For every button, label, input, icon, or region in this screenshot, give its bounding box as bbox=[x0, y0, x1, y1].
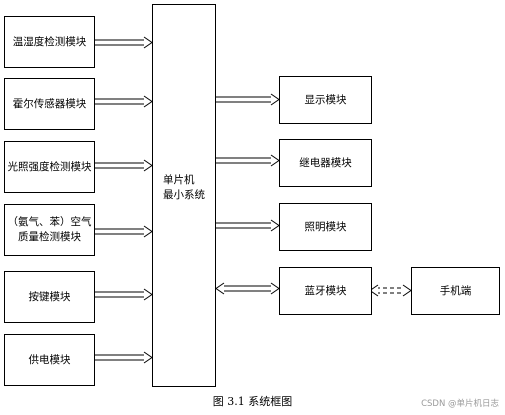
arrow-input-6 bbox=[95, 351, 153, 364]
watermark: CSDN @单片机日志 bbox=[421, 399, 499, 409]
input-module-label: 光照强度检测模块 bbox=[7, 160, 92, 173]
arrow-output-2 bbox=[215, 154, 280, 167]
arrow-input-2 bbox=[95, 95, 153, 108]
arrow-bidirectional-bluetooth bbox=[215, 282, 280, 295]
input-module-temp-humidity: 温湿度检测模块 bbox=[4, 16, 95, 68]
input-module-label: 供电模块 bbox=[28, 353, 71, 366]
input-module-hall-sensor: 霍尔传感器模块 bbox=[4, 78, 95, 130]
input-module-label: 温湿度检测模块 bbox=[12, 35, 87, 48]
input-module-label: 霍尔传感器模块 bbox=[12, 97, 87, 110]
output-module-lighting: 照明模块 bbox=[279, 203, 372, 251]
arrow-input-5 bbox=[95, 288, 153, 301]
mcu-minimum-system: 单片机 最小系统 bbox=[152, 4, 216, 387]
arrow-input-3 bbox=[95, 159, 153, 172]
input-module-label: 按键模块 bbox=[28, 290, 71, 303]
remote-phone-label: 手机端 bbox=[439, 284, 472, 297]
arrow-wireless-heads bbox=[369, 284, 412, 297]
output-module-bluetooth: 蓝牙模块 bbox=[279, 267, 372, 315]
output-module-label: 显示模块 bbox=[304, 93, 347, 106]
arrow-output-1 bbox=[215, 93, 280, 106]
input-module-keys: 按键模块 bbox=[4, 271, 95, 323]
input-module-power: 供电模块 bbox=[4, 334, 95, 386]
output-module-relay: 继电器模块 bbox=[279, 139, 372, 187]
input-module-air-quality: （氨气、苯）空气质量检测模块 bbox=[4, 204, 95, 256]
remote-phone: 手机端 bbox=[411, 267, 500, 315]
figure-caption: 图 3.1 系统框图 bbox=[212, 395, 293, 408]
arrow-output-3 bbox=[215, 219, 280, 232]
mcu-label: 单片机 最小系统 bbox=[163, 173, 223, 203]
output-module-label: 蓝牙模块 bbox=[304, 284, 347, 297]
input-module-label: （氨气、苯）空气质量检测模块 bbox=[7, 216, 92, 243]
arrow-wireless-link bbox=[376, 287, 405, 294]
input-module-light: 光照强度检测模块 bbox=[4, 141, 95, 193]
mcu-label-line1: 单片机 bbox=[163, 174, 195, 186]
output-module-label: 照明模块 bbox=[304, 220, 347, 233]
output-module-label: 继电器模块 bbox=[299, 156, 352, 169]
arrow-input-1 bbox=[95, 36, 153, 49]
arrow-input-4 bbox=[95, 225, 153, 238]
output-module-display: 显示模块 bbox=[279, 76, 372, 124]
mcu-label-line2: 最小系统 bbox=[163, 189, 205, 201]
